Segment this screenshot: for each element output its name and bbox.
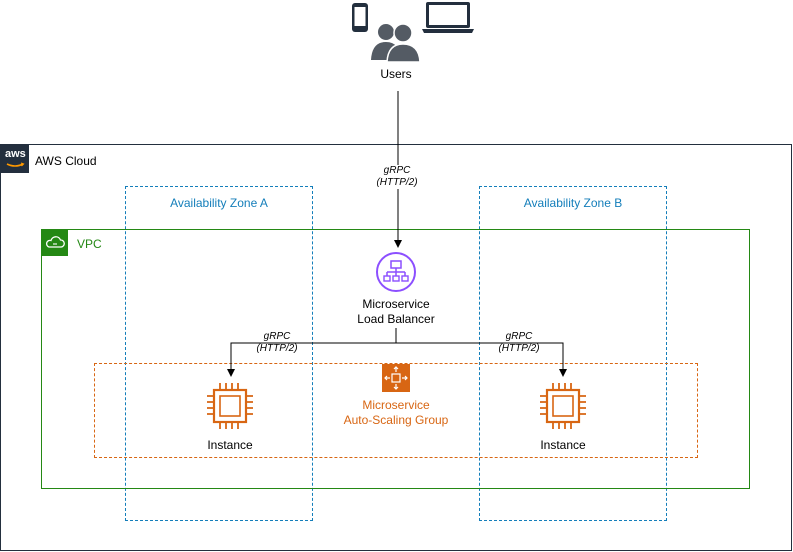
right-connection-label: gRPC (HTTP/2) xyxy=(489,331,549,355)
vpc-cloud-icon xyxy=(42,230,68,256)
auto-scaling-group-label: Microservice Auto-Scaling Group xyxy=(326,398,466,428)
aws-cloud-label: AWS Cloud xyxy=(35,154,97,168)
vpc-group: VPC xyxy=(41,229,750,489)
auto-scaling-group xyxy=(94,363,698,458)
auto-scaling-icon xyxy=(382,364,410,397)
mobile-phone-icon xyxy=(351,2,370,39)
laptop-icon xyxy=(421,1,476,40)
vpc-label: VPC xyxy=(77,237,102,251)
users-label: Users xyxy=(380,67,412,81)
ec2-instance-icon xyxy=(205,381,255,436)
top-connection-label: gRPC (HTTP/2) xyxy=(369,165,425,189)
top-connection-transport: (HTTP/2) xyxy=(376,177,418,188)
availability-zone-a-label: Availability Zone A xyxy=(170,196,268,210)
load-balancer-label-line1: Microservice xyxy=(362,297,430,311)
left-connection-protocol: gRPC xyxy=(263,331,291,342)
aws-logo-icon: aws xyxy=(1,145,29,173)
right-connection-transport: (HTTP/2) xyxy=(498,343,540,354)
load-balancer-label-line2: Load Balancer xyxy=(357,312,435,326)
users-icon xyxy=(369,20,423,67)
ec2-instance-icon xyxy=(538,381,588,436)
top-connection-protocol: gRPC xyxy=(383,165,411,176)
lb-to-instance-a-line xyxy=(227,342,396,377)
aws-cloud-group: aws AWS Cloud xyxy=(0,144,792,551)
availability-zone-b: Availability Zone B xyxy=(479,186,667,521)
aws-logo-text: aws xyxy=(5,148,26,160)
left-connection-label: gRPC (HTTP/2) xyxy=(247,331,307,355)
lb-to-instance-b-line xyxy=(396,342,567,377)
instance-b-label: Instance xyxy=(540,438,586,452)
instance-a-label: Instance xyxy=(207,438,253,452)
right-connection-protocol: gRPC xyxy=(505,331,533,342)
availability-zone-a: Availability Zone A xyxy=(125,186,313,521)
load-balancer-icon xyxy=(375,251,417,298)
availability-zone-b-label: Availability Zone B xyxy=(523,196,623,210)
auto-scaling-group-label-line1: Microservice xyxy=(362,398,430,412)
left-connection-transport: (HTTP/2) xyxy=(256,343,298,354)
load-balancer-label: Microservice Load Balancer xyxy=(336,297,456,327)
auto-scaling-group-label-line2: Auto-Scaling Group xyxy=(343,413,449,427)
